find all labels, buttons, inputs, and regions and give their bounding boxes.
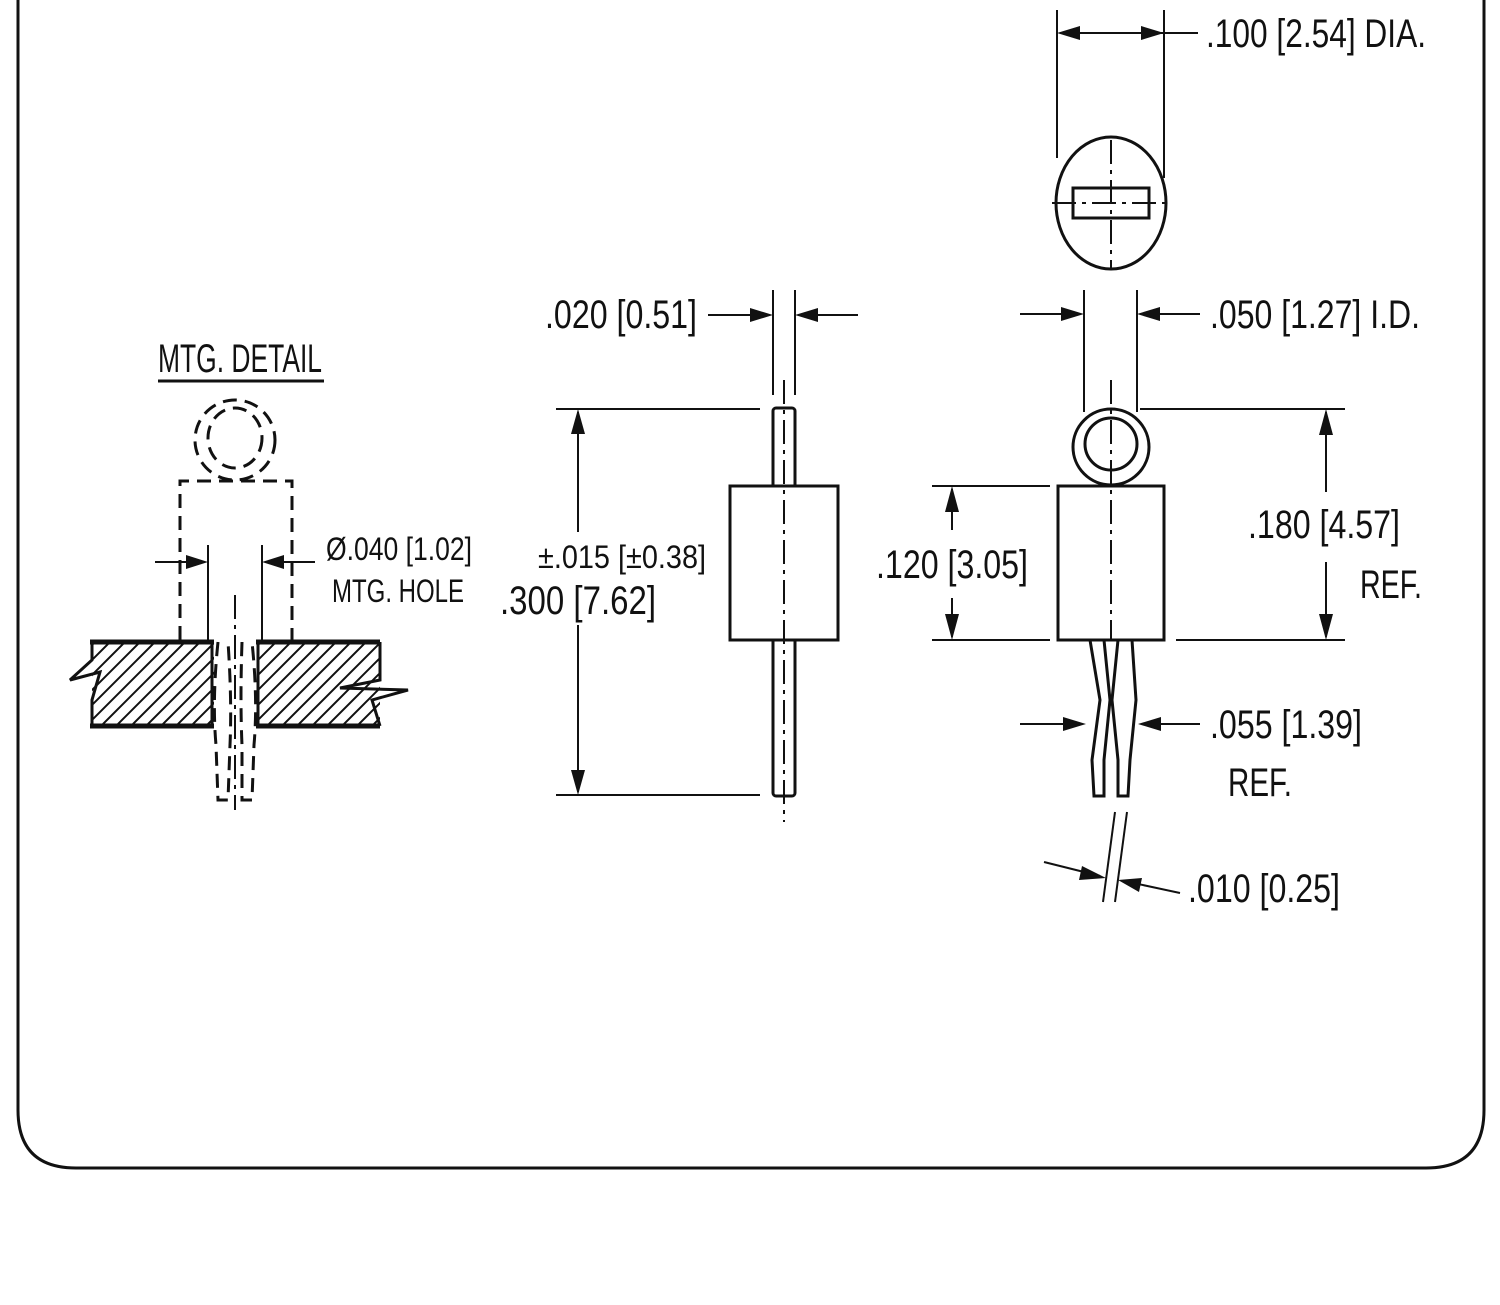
phantom-body <box>178 479 294 640</box>
overall-length-text: .300 [7.62] <box>500 579 656 623</box>
leg-left <box>1088 639 1112 798</box>
section-hatch-line <box>188 701 214 727</box>
section-hatch-line <box>92 642 127 677</box>
body-height-text: .120 [3.05] <box>876 543 1028 587</box>
section-hatch-line <box>98 642 187 727</box>
section-hatch-line <box>128 642 214 727</box>
mtg-hole-label: MTG. HOLE <box>332 573 464 609</box>
section-hatch-line <box>258 642 293 677</box>
section-hatch-line <box>264 642 353 727</box>
panel-left-hatch <box>0 640 214 730</box>
ref-height-text: .180 [4.57] <box>1248 503 1400 547</box>
thk-arrow-right <box>1118 878 1142 892</box>
phantom-leg-left <box>212 641 233 802</box>
pin-arrow-right <box>795 308 818 322</box>
mtg-detail-title: MTG. DETAIL <box>158 337 322 381</box>
id-arrow-left <box>1061 307 1084 321</box>
section-hatch-line <box>354 701 380 727</box>
lw-arrow-right <box>1138 717 1161 731</box>
panel-right-hatch <box>258 640 488 730</box>
phantom-loop-outer <box>193 398 277 482</box>
section-hatch-line <box>0 640 82 730</box>
section-hatch-line <box>294 642 380 727</box>
tolerance-text: ±.015 [±0.38] <box>538 539 706 575</box>
rh-arrow-top <box>1319 409 1333 435</box>
len-arrow-top <box>571 409 585 434</box>
pin-diameter-text: .020 [0.51] <box>545 293 697 337</box>
mtg-hole-dia-text: Ø.040 [1.02] <box>326 531 472 567</box>
bh-arrow-bottom <box>945 614 959 640</box>
section-hatch-line <box>339 686 380 727</box>
section-hatch-line <box>258 642 323 707</box>
lw-arrow-left <box>1063 717 1086 731</box>
head-arrow-right <box>1141 26 1164 40</box>
inner-dia-text: .050 [1.27] I.D. <box>1210 293 1420 337</box>
len-arrow-bottom <box>571 770 585 795</box>
section-hatch-line <box>92 642 97 647</box>
head-dia-text: .100 [2.54] DIA. <box>1206 12 1426 56</box>
thickness-text: .010 [0.25] <box>1188 867 1340 911</box>
section-hatch-line <box>383 640 473 730</box>
leg-right <box>1110 639 1138 798</box>
section-hatch-line <box>258 642 338 722</box>
phantom-loop-inner <box>206 406 264 470</box>
thk-arrow-left <box>1079 866 1106 880</box>
ref-height-label: REF. <box>1360 563 1422 607</box>
side-view: .020 [0.51] ±.015 [±0.38] .300 [7.62] <box>500 290 858 822</box>
bh-arrow-top <box>945 486 959 512</box>
break-right <box>339 642 409 727</box>
head-arrow-left <box>1057 26 1080 40</box>
section-hatch-line <box>173 686 214 727</box>
thk-ext-2 <box>1114 811 1128 903</box>
break-left <box>68 642 103 726</box>
rh-arrow-bottom <box>1319 614 1333 640</box>
section-hatch-line <box>158 671 214 727</box>
section-hatch-line <box>92 642 112 662</box>
hole-arrow-right <box>262 555 284 569</box>
id-arrow-right <box>1137 307 1160 321</box>
section-hatch-line <box>279 642 368 727</box>
section-hatch-line <box>113 642 202 727</box>
section-hatch-line <box>258 642 278 662</box>
section-hatch-line <box>258 642 308 692</box>
mounting-detail-view: MTG. DETAIL Ø.040 [1.02] MTG. HOLE <box>0 337 488 810</box>
phantom-leg-right <box>239 641 258 802</box>
leg-width-ref: REF. <box>1228 761 1292 805</box>
section-hatch-line <box>324 671 380 727</box>
section-hatch-line <box>92 642 157 707</box>
front-view: .100 [2.54] DIA. .050 [1.27] I.D. .120 [… <box>876 10 1426 911</box>
hole-arrow-left <box>186 555 208 569</box>
leg-width-text: .055 [1.39] <box>1210 703 1362 747</box>
section-hatch-line <box>92 642 172 722</box>
frame-border <box>16 0 1486 1170</box>
pin-arrow-left <box>750 308 773 322</box>
section-hatch-line <box>143 656 214 727</box>
section-hatch-line <box>398 640 488 730</box>
thk-ext-1 <box>1102 811 1116 903</box>
